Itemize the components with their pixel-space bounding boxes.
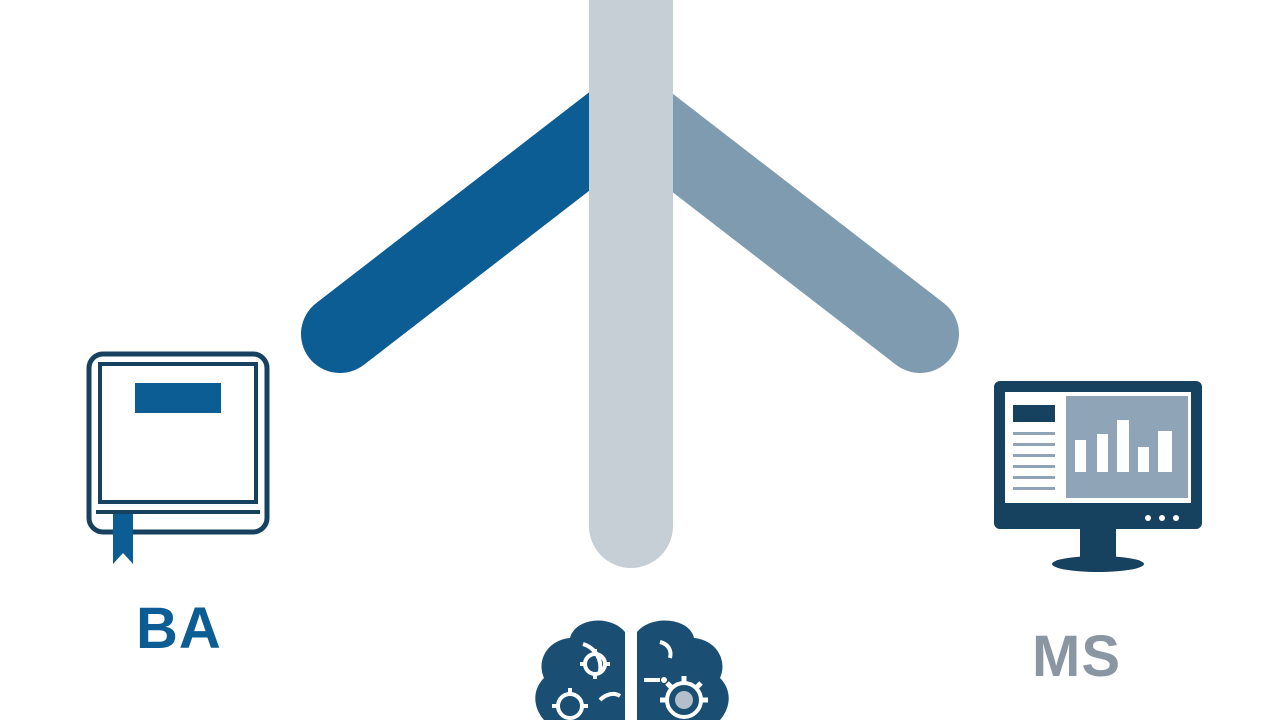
ba-label: BA <box>136 596 222 661</box>
ms-label: MS <box>1032 624 1121 689</box>
book-icon <box>86 351 270 564</box>
right-branch <box>591 71 959 373</box>
brain-gears-icon <box>535 620 729 720</box>
monitor-chart-icon <box>994 381 1202 572</box>
left-branch <box>301 71 669 373</box>
